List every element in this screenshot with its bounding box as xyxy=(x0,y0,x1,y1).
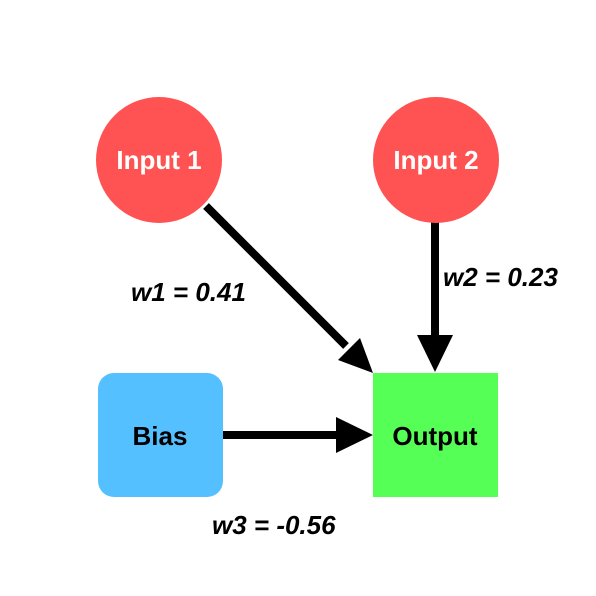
edge-w2-arrowhead xyxy=(417,335,453,372)
edge-input2-to-output xyxy=(417,222,453,372)
node-input-2[interactable]: Input 2 xyxy=(373,97,499,223)
node-input-1[interactable]: Input 1 xyxy=(96,97,222,223)
edge-w1-label: w1 = 0.41 xyxy=(131,277,246,307)
node-bias-shape xyxy=(98,373,223,497)
edge-w1-line xyxy=(203,203,349,349)
edge-w2-label: w2 = 0.23 xyxy=(443,262,558,292)
node-output-label: Output xyxy=(392,421,478,451)
edge-input1-to-output xyxy=(203,203,373,373)
node-input-2-shape xyxy=(373,97,499,223)
edge-w3-arrowhead xyxy=(336,417,373,453)
edge-bias-to-output xyxy=(223,417,373,453)
node-bias[interactable]: Bias xyxy=(98,373,223,497)
node-input-1-label: Input 1 xyxy=(116,145,201,175)
node-input-1-shape xyxy=(96,97,222,223)
node-input-2-label: Input 2 xyxy=(393,145,478,175)
node-output[interactable]: Output xyxy=(373,373,498,497)
node-bias-label: Bias xyxy=(133,421,188,451)
node-output-shape xyxy=(373,373,498,497)
edge-w1-arrowhead xyxy=(338,338,373,373)
edge-w3-label: w3 = -0.56 xyxy=(212,510,336,540)
